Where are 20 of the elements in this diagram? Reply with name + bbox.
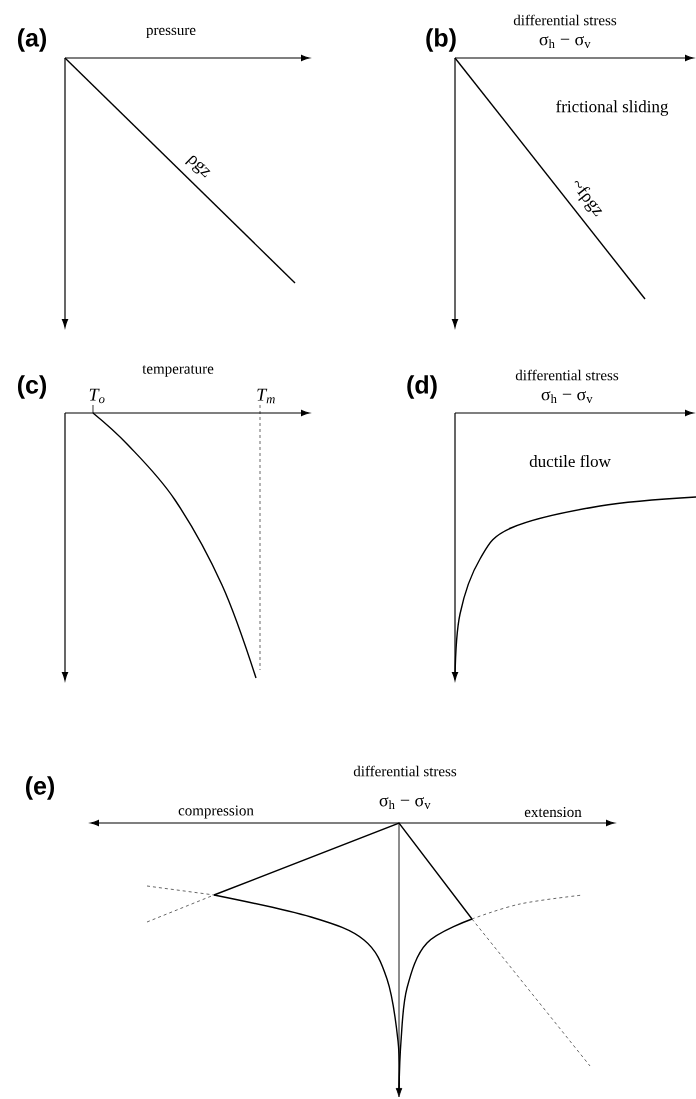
tick-label: T$_{m}$	[257, 388, 275, 404]
region-label: ductile flow	[529, 454, 611, 468]
tick-label: T$_{o}$	[89, 388, 105, 404]
axis-label: compression	[178, 805, 254, 819]
panel-label: (d)	[407, 375, 437, 399]
axis-label: differential stress	[515, 369, 619, 381]
axis-label: extension	[524, 806, 582, 818]
panel-label: (a)	[17, 28, 46, 52]
axis-label: σ$_{h}$ − σ$_{v}$	[379, 797, 431, 809]
axis-label: differential stress	[353, 765, 457, 777]
panel-label: (b)	[426, 28, 456, 52]
panel-label: (c)	[17, 375, 46, 399]
axis-label: temperature	[142, 365, 214, 377]
region-label: frictional sliding	[556, 100, 669, 116]
axis-label: pressure	[146, 27, 196, 39]
curve-label: ρgz	[185, 155, 211, 178]
axis-label: σ$_{h}$ − σ$_{v}$	[541, 391, 593, 403]
axis-label: σ$_{h}$ − σ$_{v}$	[539, 36, 591, 48]
axis-label: differential stress	[513, 14, 617, 26]
panel-label: (e)	[25, 776, 54, 800]
